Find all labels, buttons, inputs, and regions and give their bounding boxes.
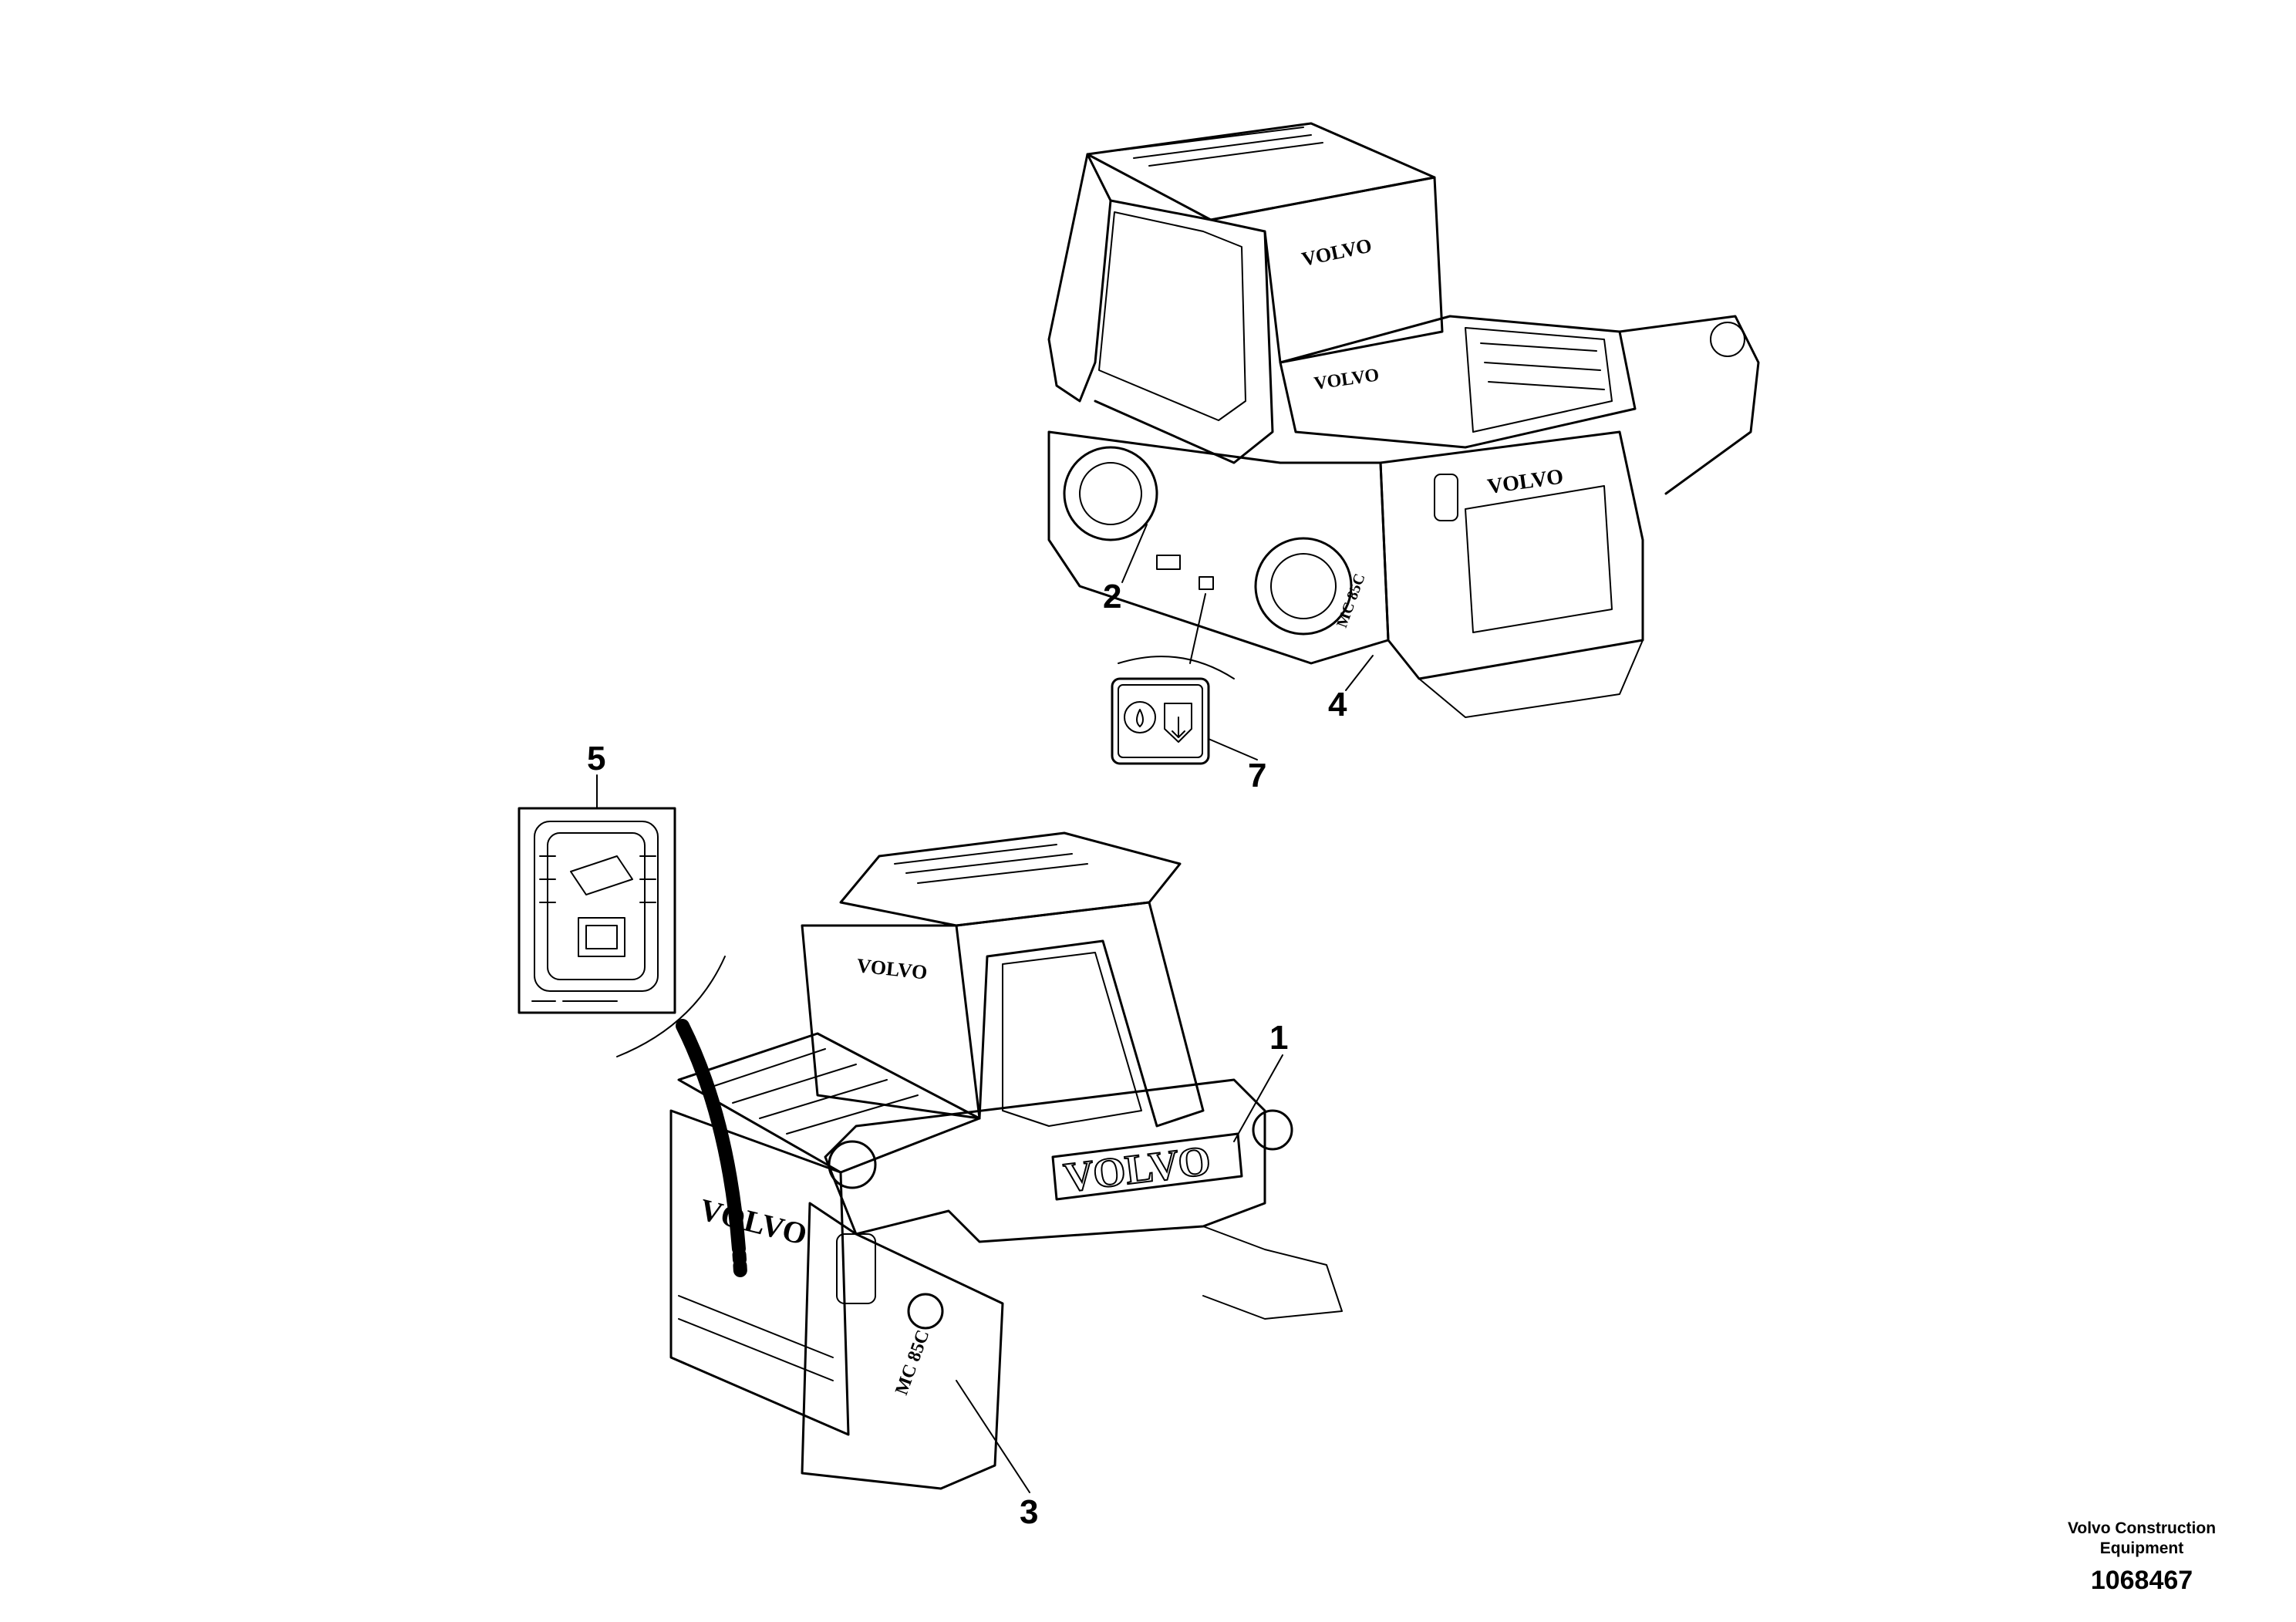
detail-hydraulic-sticker xyxy=(518,807,747,1280)
callout-1: 1 xyxy=(1269,1019,1288,1057)
lower-model-decal: MC 85C xyxy=(892,1327,933,1398)
side-volvo-decal: VOLVO xyxy=(696,1192,811,1252)
leader-7 xyxy=(1208,738,1258,760)
leader-lines xyxy=(596,524,1374,1493)
cab-volvo-decal-front: VOLVO xyxy=(855,954,928,983)
leader-3 xyxy=(956,1380,1030,1493)
cab-volvo-decal-rear: VOLVO xyxy=(1300,234,1374,270)
company-name-line2: Equipment xyxy=(2099,1539,2184,1557)
company-name-line1: Volvo Construction xyxy=(2067,1519,2217,1537)
arm-volvo-decal-plate xyxy=(1051,1132,1243,1201)
footer-block: Volvo Construction Equipment 1068467 xyxy=(2018,1519,2265,1596)
machine-front-view: VOLVO VOLVO VOLVO MC 85C xyxy=(669,831,1343,1490)
leader-1 xyxy=(1233,1054,1283,1142)
arm-volvo-decal: VOLVO xyxy=(1061,1137,1213,1201)
callout-5: 5 xyxy=(587,740,605,777)
callout-4: 4 xyxy=(1328,686,1347,723)
callout-2: 2 xyxy=(1103,578,1121,615)
svg-text:VOLVO: VOLVO xyxy=(1313,365,1381,394)
leader-4 xyxy=(1345,655,1374,691)
upper-model-decal: MC 85C xyxy=(1333,572,1369,630)
machine-rear-view: VOLVO VOLVO VOLVO MC 85C xyxy=(1047,122,1760,718)
callout-3: 3 xyxy=(1020,1493,1038,1531)
detail-oil-drain-sticker xyxy=(1111,593,1235,765)
leader-2 xyxy=(1121,524,1148,583)
document-number: 1068467 xyxy=(2090,1566,2193,1595)
callout-7: 7 xyxy=(1248,757,1266,794)
